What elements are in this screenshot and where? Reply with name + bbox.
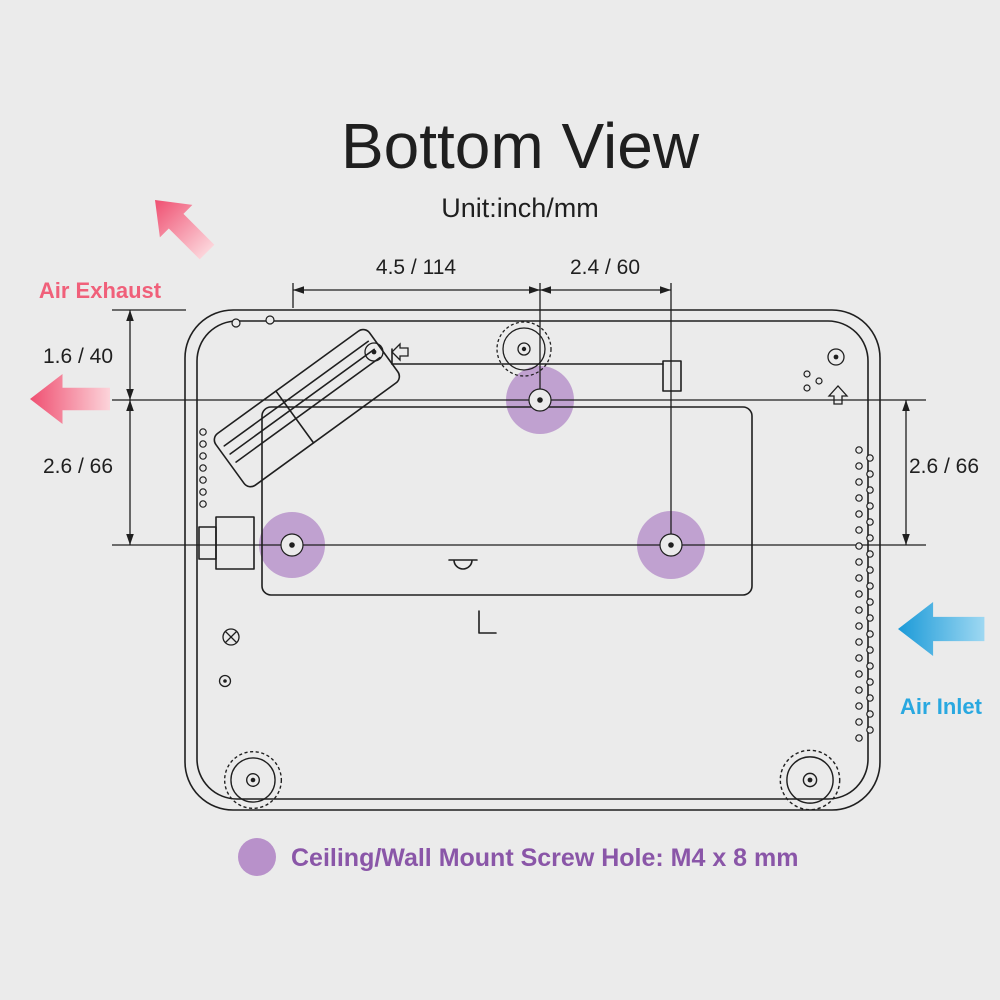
label-plate xyxy=(261,406,753,596)
lens-housing xyxy=(213,328,401,488)
screw-top-center xyxy=(364,342,384,362)
air-inlet-label: Air Inlet xyxy=(900,694,983,719)
up-arrow-marker-icon xyxy=(827,385,849,405)
air-exhaust-arrow-left-icon xyxy=(30,374,110,424)
focus-knob xyxy=(198,516,255,570)
dim-top-right-width: 2.4 / 60 xyxy=(570,256,640,279)
vent-holes-left xyxy=(199,428,207,508)
screw-top-right xyxy=(827,348,845,366)
foot-bottom-right xyxy=(779,749,841,811)
top-edge-cutout xyxy=(662,360,682,392)
mount-screw-centers xyxy=(280,388,683,557)
legend-swatch-icon xyxy=(238,838,276,876)
air-exhaust-label: Air Exhaust xyxy=(39,278,162,303)
dimension-lines xyxy=(112,283,926,546)
vent-holes-right xyxy=(855,446,874,742)
dim-right-side: 2.6 / 66 xyxy=(909,455,979,478)
foot-bottom-left xyxy=(223,750,283,810)
page-title: Bottom View xyxy=(341,110,700,182)
dim-left-bottom: 2.6 / 66 xyxy=(43,455,113,478)
interior-details xyxy=(198,315,874,742)
air-exhaust-arrow-up-icon xyxy=(138,183,224,269)
projector-outline xyxy=(184,309,881,811)
corner-bracket xyxy=(478,610,497,634)
unit-label: Unit:inch/mm xyxy=(441,193,599,223)
legend-label: Ceiling/Wall Mount Screw Hole: M4 x 8 mm xyxy=(291,844,798,872)
dim-top-width: 4.5 / 114 xyxy=(376,256,456,279)
left-arrow-marker-icon xyxy=(391,342,409,362)
air-inlet-arrow-icon xyxy=(898,602,985,656)
dim-left-top: 1.6 / 40 xyxy=(43,345,113,368)
notch-half-circle xyxy=(448,559,478,570)
mount-holes xyxy=(259,366,705,579)
screw-bottom-left xyxy=(222,628,240,646)
